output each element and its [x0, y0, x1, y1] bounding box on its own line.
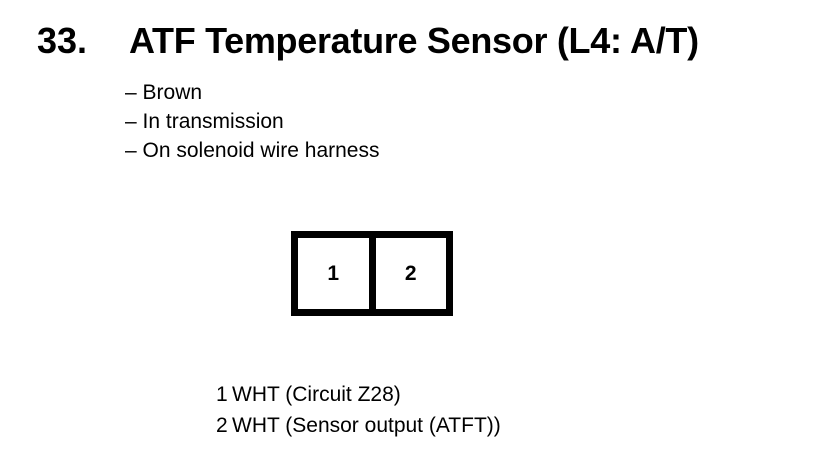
page-title: ATF Temperature Sensor (L4: A/T): [129, 20, 699, 61]
item-number: 33.: [37, 20, 88, 61]
legend-row: 2 WHT (Sensor output (ATFT)): [216, 410, 501, 441]
legend-pin-2: 2: [216, 414, 228, 437]
notes-list: – Brown – In transmission – On solenoid …: [125, 78, 379, 165]
connector-diagram: 1 2: [291, 231, 453, 316]
legend-desc-2: WHT (Sensor output (ATFT)): [232, 414, 501, 437]
pin-number-1: 1: [327, 261, 340, 285]
pin-legend: 1 WHT (Circuit Z28) 2 WHT (Sensor output…: [216, 379, 501, 441]
legend-pin-1: 1: [216, 383, 228, 406]
note-color: – Brown: [125, 81, 203, 104]
connector-cell-1: 1: [298, 238, 376, 309]
legend-row: 1 WHT (Circuit Z28): [216, 379, 501, 410]
pin-number-2: 2: [404, 261, 417, 285]
note-harness: – On solenoid wire harness: [125, 139, 380, 162]
note-location: – In transmission: [125, 110, 284, 133]
connector-cell-2: 2: [376, 238, 447, 309]
legend-desc-1: WHT (Circuit Z28): [232, 383, 401, 406]
